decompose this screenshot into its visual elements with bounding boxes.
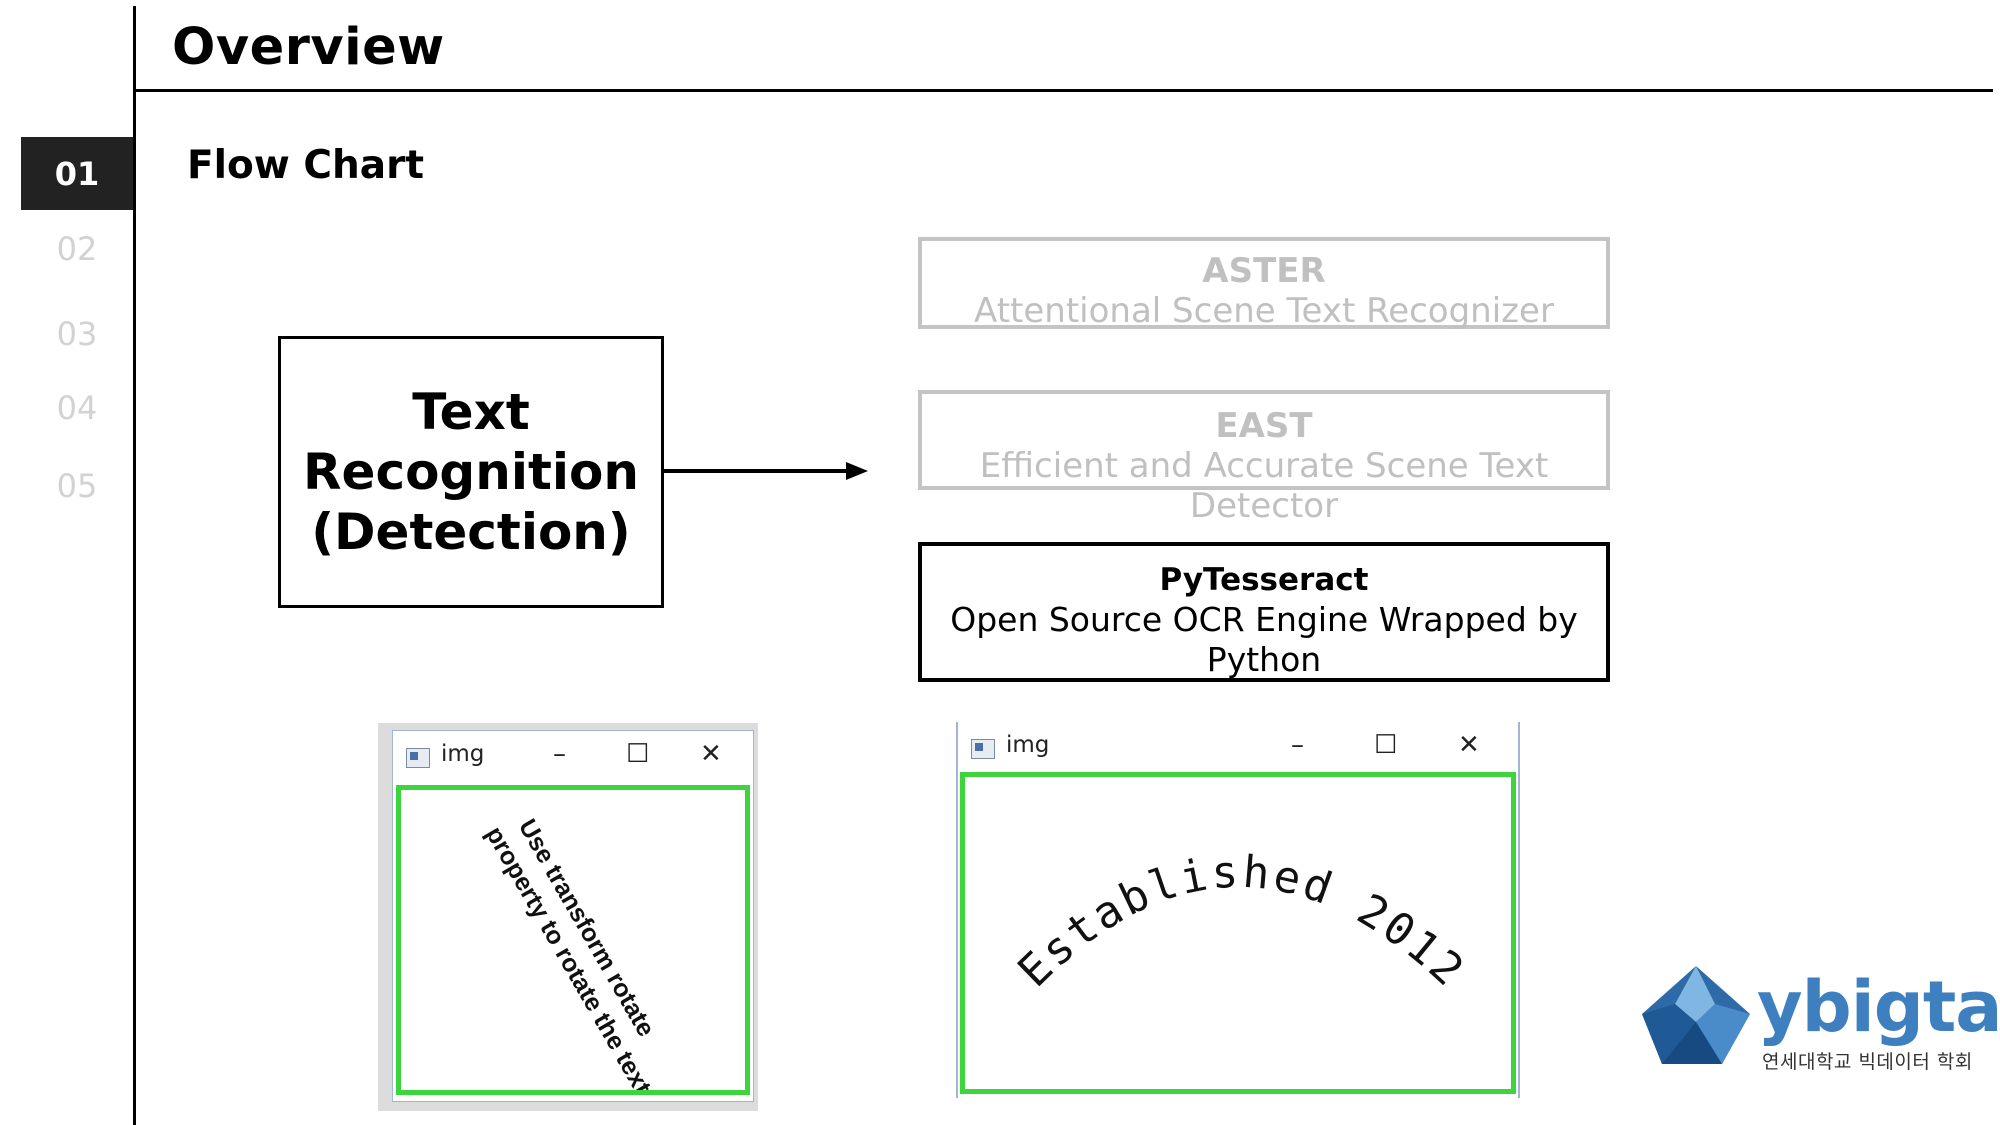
- window-app-icon: [971, 739, 995, 759]
- nav-item-01[interactable]: 01: [21, 137, 133, 210]
- left-image-window: img – ☐ ✕ Use transform rotate property …: [392, 730, 754, 1102]
- window-app-icon: [406, 748, 430, 768]
- rotated-text-graphic: Use transform rotate property to rotate …: [480, 814, 660, 1099]
- close-icon[interactable]: ✕: [700, 739, 722, 769]
- flow-arrow-head: [846, 462, 868, 480]
- option-aster-name: ASTER: [1202, 251, 1326, 291]
- right-window-canvas: Established 2012: [960, 772, 1516, 1094]
- nav-item-04[interactable]: 04: [56, 389, 98, 427]
- option-pytesseract-name: PyTesseract: [1159, 562, 1369, 598]
- nav-item-02[interactable]: 02: [56, 230, 98, 268]
- logo-wordmark: ybigta: [1757, 966, 2000, 1048]
- curved-text-graphic: Established 2012: [1008, 847, 1475, 998]
- option-aster-desc: Attentional Scene Text Recognizer: [974, 291, 1554, 331]
- logo-subtitle: 연세대학교 빅데이터 학회: [1762, 1051, 1973, 1073]
- option-east: EAST Efficient and Accurate Scene Text D…: [918, 390, 1610, 526]
- text-recognition-box: Text Recognition (Detection): [278, 336, 664, 608]
- ybigta-logo-icon: [1642, 966, 1750, 1064]
- close-icon[interactable]: ✕: [1458, 730, 1480, 760]
- vertical-divider: [133, 6, 136, 1125]
- option-pytesseract-desc-2: Python: [1206, 640, 1322, 679]
- rotated-text-line-2: property to rotate the text: [480, 822, 657, 1090]
- flow-arrow-line: [661, 469, 863, 473]
- nav-item-03[interactable]: 03: [56, 315, 98, 353]
- right-image-window: img – ☐ ✕ Established 2012: [956, 722, 1520, 1098]
- curved-text: Established 2012: [1008, 847, 1475, 998]
- section-subtitle: Flow Chart: [187, 143, 424, 188]
- main-box-line-3: (Detection): [311, 503, 631, 561]
- option-east-name: EAST: [1215, 406, 1313, 446]
- option-pytesseract: PyTesseract Open Source OCR Engine Wrapp…: [918, 542, 1610, 682]
- left-window-title: img: [441, 741, 485, 767]
- left-window-titlebar: img – ☐ ✕: [393, 731, 753, 781]
- maximize-icon[interactable]: ☐: [1374, 730, 1398, 760]
- main-box-line-2: Recognition: [303, 443, 639, 501]
- right-window-title: img: [1006, 732, 1050, 758]
- maximize-icon[interactable]: ☐: [626, 739, 650, 769]
- nav-item-05[interactable]: 05: [56, 467, 98, 505]
- option-east-desc: Efficient and Accurate Scene Text Detect…: [979, 446, 1549, 526]
- option-aster: ASTER Attentional Scene Text Recognizer: [918, 237, 1610, 331]
- option-pytesseract-desc-1: Open Source OCR Engine Wrapped by: [950, 600, 1578, 639]
- minimize-icon[interactable]: –: [1291, 730, 1304, 760]
- main-box-line-1: Text: [412, 383, 530, 441]
- minimize-icon[interactable]: –: [553, 739, 566, 769]
- header-divider: [133, 89, 1993, 92]
- page-title: Overview: [172, 18, 445, 77]
- right-window-titlebar: img – ☐ ✕: [958, 722, 1518, 772]
- left-window-canvas: Use transform rotate property to rotate …: [396, 785, 750, 1100]
